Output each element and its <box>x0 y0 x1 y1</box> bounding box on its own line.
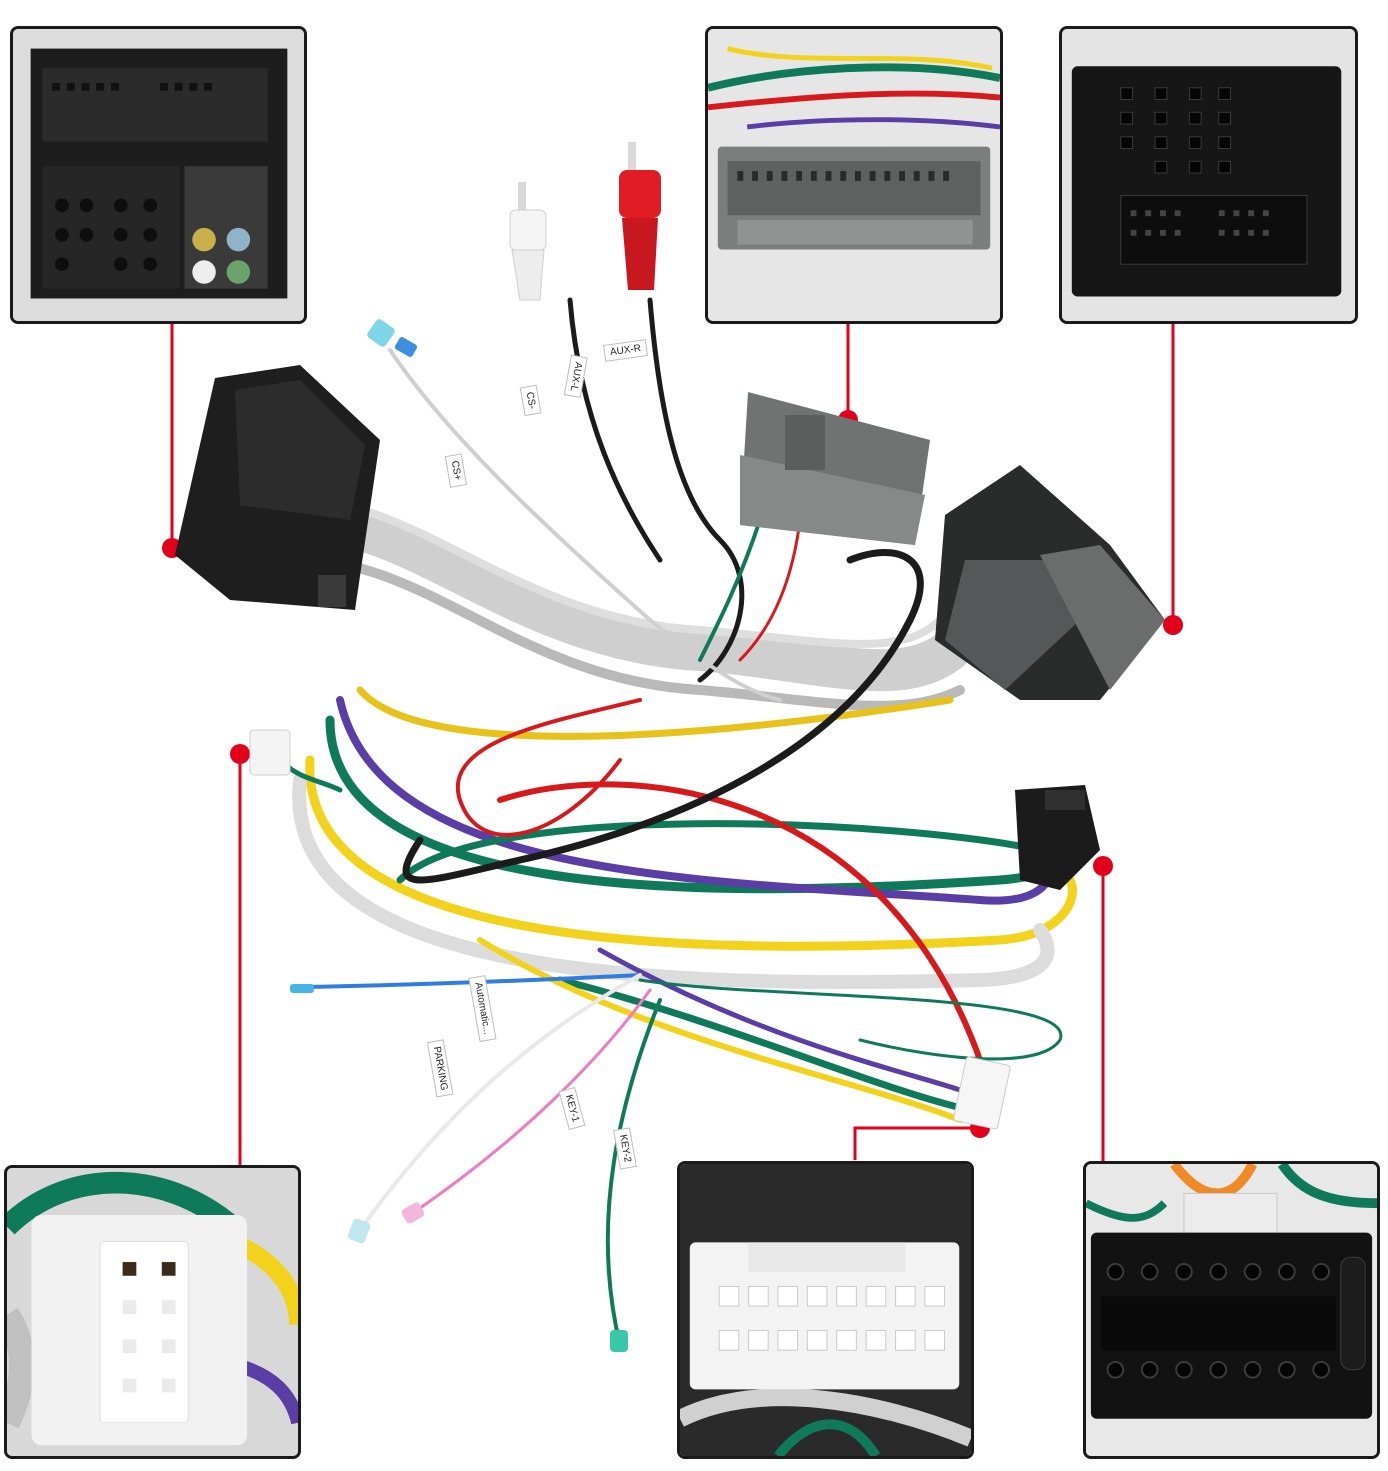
white-connector-icon <box>7 1168 298 1456</box>
wire-bundle <box>277 297 1080 1347</box>
wire-terminals <box>290 319 628 1352</box>
callout-lines <box>170 324 1175 1165</box>
callout-line-5 <box>853 1126 980 1160</box>
black-16pin-connector <box>1015 785 1100 890</box>
callout-dot-3 <box>1163 615 1183 635</box>
black-connector-icon <box>1062 29 1355 321</box>
left-quadlock-connector <box>175 365 380 610</box>
white-20pin-connector <box>953 1056 1011 1130</box>
black-connector-icon <box>13 29 304 321</box>
rca-plug-white <box>509 182 547 301</box>
white-connector-icon <box>680 1164 971 1456</box>
main-quadlock-connector-closeup <box>10 26 307 324</box>
right-quadlock-connector <box>935 465 1165 700</box>
grey-oem-connector <box>740 392 930 545</box>
callout-dot-4 <box>230 744 250 764</box>
black-quadlock-female-closeup <box>1059 26 1358 324</box>
white-small-connector <box>249 729 291 776</box>
callout-dot-6 <box>1093 856 1113 876</box>
black-connector-icon <box>1086 1164 1377 1456</box>
grey-oem-connector-closeup <box>705 26 1003 324</box>
white-20pin-connector-closeup <box>677 1161 974 1459</box>
rca-plug-red <box>619 142 661 290</box>
white-small-connector-closeup <box>4 1165 301 1459</box>
grey-connector-icon <box>708 29 1000 321</box>
black-16pin-connector-closeup <box>1083 1161 1380 1459</box>
